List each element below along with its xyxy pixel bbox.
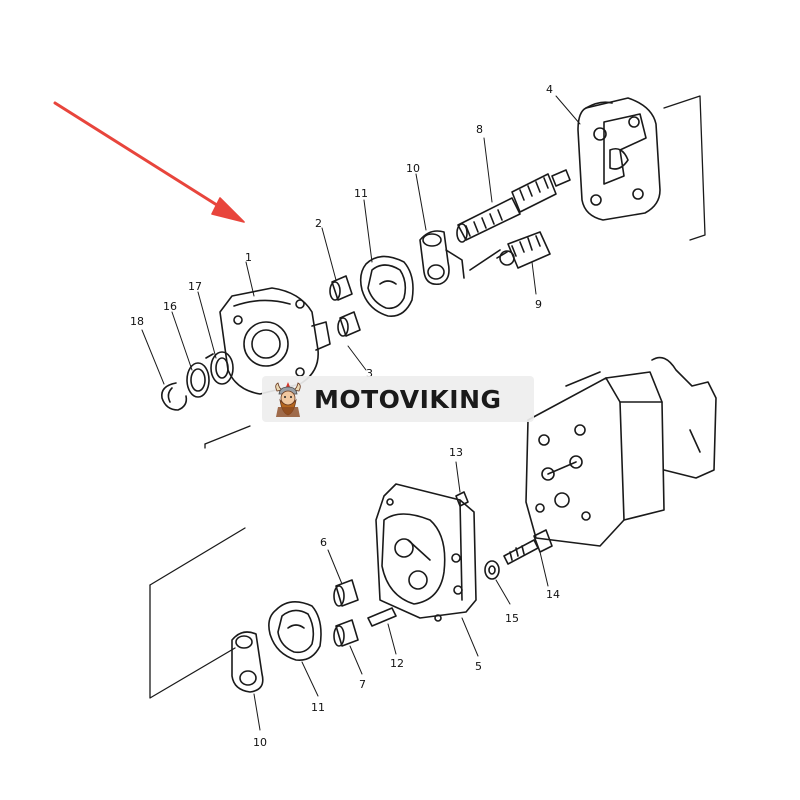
label-part-6: 6: [320, 536, 327, 549]
label-part-5: 5: [475, 660, 482, 673]
brand-name: MOTOVIKING: [314, 384, 502, 414]
part-10-upper-plate: [419, 230, 501, 286]
leader-lines-lower: [253, 461, 549, 731]
part-1-front-housing: [219, 287, 331, 395]
label-part-17: 17: [188, 280, 202, 293]
label-part-12: 12: [390, 657, 404, 670]
part-6-bushing: [333, 579, 359, 607]
part-9-driven-gear: [496, 231, 551, 269]
part-17-oil-seal: [205, 351, 234, 385]
red-pointer-arrow: [53, 101, 245, 223]
label-part-11-upper: 11: [354, 187, 368, 200]
part-13-pin: [455, 491, 469, 507]
brand-watermark-banner: MOTOVIKING: [262, 376, 534, 422]
part-3-bushing: [337, 311, 361, 337]
label-part-4: 4: [546, 83, 553, 96]
label-part-15: 15: [505, 612, 519, 625]
label-part-7: 7: [359, 678, 366, 691]
part-2-bushing: [329, 275, 353, 301]
part-7-bushing: [333, 619, 359, 647]
part-5-gear-housing: [375, 483, 477, 622]
label-part-2: 2: [315, 217, 322, 230]
label-part-1: 1: [245, 251, 252, 264]
label-part-18: 18: [130, 315, 144, 328]
leader-lines-upper: [141, 95, 581, 385]
part-10-lower-plate: [231, 631, 264, 693]
part-18-snap-ring: [160, 382, 188, 411]
label-part-14: 14: [546, 588, 560, 601]
part-14-bolt: [503, 529, 553, 565]
part-11-upper-seal: [359, 255, 414, 317]
part-4-end-cover: [577, 97, 661, 221]
part-8-drive-shaft: [456, 169, 571, 243]
label-part-10-lower: 10: [253, 736, 267, 749]
label-part-9: 9: [535, 298, 542, 311]
part-12-dowel: [367, 607, 397, 627]
part-16-ring: [186, 362, 210, 398]
rear-pump-assembly: [525, 356, 717, 547]
part-11-lower-seal: [268, 601, 322, 662]
label-part-13: 13: [449, 446, 463, 459]
part-15-washer: [484, 560, 500, 580]
viking-mascot-icon: [275, 382, 301, 417]
label-part-3: 3: [366, 367, 373, 380]
label-part-8: 8: [476, 123, 483, 136]
label-part-10-upper: 10: [406, 162, 420, 175]
label-part-11-lower: 11: [311, 701, 325, 714]
label-part-16: 16: [163, 300, 177, 313]
frame-lines: [149, 95, 706, 699]
part-number-labels: 1 2 3 4 8 9 10 11 16 17 18 5 6 7 10 11 1…: [130, 83, 560, 749]
